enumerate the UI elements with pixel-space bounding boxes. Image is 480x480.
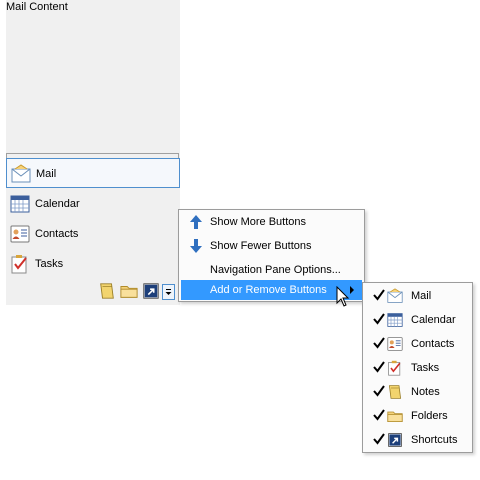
nav-button-label: Tasks — [35, 258, 64, 270]
content-title: Mail Content — [6, 1, 68, 13]
chevron-down-icon — [165, 289, 172, 295]
menu-item-add-or-remove-buttons[interactable]: Add or Remove Buttons — [181, 280, 362, 300]
submenu-item-label: Folders — [411, 410, 448, 422]
submenu-item-label: Mail — [411, 290, 432, 302]
mouse-pointer-icon — [336, 286, 350, 307]
shortcut-icon[interactable] — [142, 282, 160, 300]
check-icon — [372, 288, 386, 302]
nav-button-mail[interactable]: Mail — [6, 158, 180, 188]
nav-button-contacts[interactable]: Contacts — [6, 219, 180, 249]
nav-button-label: Mail — [36, 168, 57, 180]
check-icon — [372, 408, 386, 422]
folder-icon — [387, 408, 403, 424]
folder-icon[interactable] — [120, 282, 138, 300]
check-icon — [372, 312, 386, 326]
submenu-item-shortcuts[interactable]: Shortcuts — [365, 428, 470, 452]
mail-icon — [11, 164, 31, 184]
nav-button-label: Contacts — [35, 228, 79, 240]
nav-button-calendar[interactable]: Calendar — [6, 189, 180, 219]
menu-item-show-fewer-buttons[interactable]: Show Fewer Buttons — [181, 235, 362, 257]
shortcut-icon — [387, 432, 403, 448]
nav-button-tasks[interactable]: Tasks — [6, 249, 180, 279]
navigation-pane: Mail Content Mail Calendar Contacts Task… — [6, 0, 180, 305]
menu-item-label: Add or Remove Buttons — [210, 284, 327, 296]
menu-item-navigation-pane-options[interactable]: Navigation Pane Options... — [181, 259, 362, 281]
submenu-item-calendar[interactable]: Calendar — [365, 308, 470, 332]
mail-icon — [387, 288, 403, 304]
calendar-icon — [10, 194, 30, 214]
notes-icon[interactable] — [98, 282, 116, 300]
calendar-icon — [387, 312, 403, 328]
submenu-item-label: Shortcuts — [411, 434, 458, 446]
configure-buttons-dropdown[interactable] — [162, 284, 175, 300]
check-icon — [372, 432, 386, 446]
contacts-icon — [10, 224, 30, 244]
contacts-icon — [387, 336, 403, 352]
notes-icon — [387, 384, 403, 400]
submenu-item-label: Contacts — [411, 338, 455, 350]
menu-item-label: Navigation Pane Options... — [210, 264, 341, 276]
check-icon — [372, 384, 386, 398]
submenu-item-folders[interactable]: Folders — [365, 404, 470, 428]
nav-button-label: Calendar — [35, 198, 80, 210]
menu-item-label: Show Fewer Buttons — [210, 240, 312, 252]
check-icon — [372, 336, 386, 350]
submenu-item-label: Notes — [411, 386, 440, 398]
submenu-item-tasks[interactable]: Tasks — [365, 356, 470, 380]
menu-item-label: Show More Buttons — [210, 216, 306, 228]
tasks-icon — [10, 254, 30, 274]
menu-item-show-more-buttons[interactable]: Show More Buttons — [181, 211, 362, 233]
submenu-item-contacts[interactable]: Contacts — [365, 332, 470, 356]
submenu-arrow-icon — [350, 286, 354, 294]
arrow-down-icon — [188, 238, 204, 254]
submenu-item-label: Tasks — [411, 362, 440, 374]
add-remove-buttons-submenu: Mail Calendar Contacts Tasks Notes Folde… — [362, 282, 473, 453]
configure-buttons-menu: Show More Buttons Show Fewer Buttons Nav… — [178, 209, 365, 302]
arrow-up-icon — [188, 214, 204, 230]
submenu-item-label: Calendar — [411, 314, 456, 326]
check-icon — [372, 360, 386, 374]
tasks-icon — [387, 360, 403, 376]
submenu-item-mail[interactable]: Mail — [365, 284, 470, 308]
submenu-item-notes[interactable]: Notes — [365, 380, 470, 404]
pane-splitter[interactable] — [6, 153, 179, 158]
